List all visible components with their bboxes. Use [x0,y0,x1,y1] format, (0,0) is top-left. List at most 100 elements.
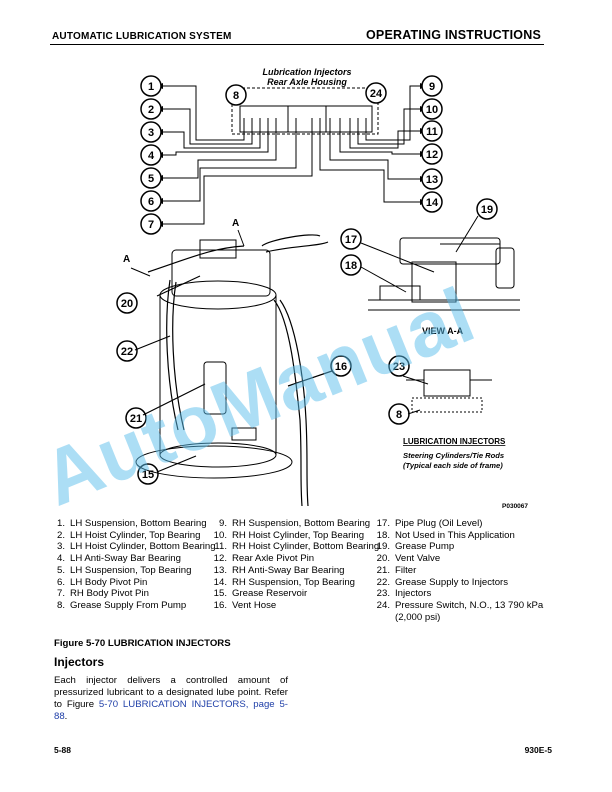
legend-item-number: 10. [213,529,227,541]
page-number: 5-88 [54,745,72,755]
section-letter-a-left: A [123,254,130,265]
legend-item-label: LH Suspension, Top Bearing [70,564,192,576]
running-header-section: AUTOMATIC LUBRICATION SYSTEM [52,31,232,42]
figure-caption: Figure 5-70 LUBRICATION INJECTORS [54,638,231,649]
legend-item: 17. Pipe Plug (Oil Level) [375,518,545,530]
legend-item: 20.Vent Valve [375,553,545,565]
callout-23: 23 [393,361,405,373]
view-a-a-label: VIEW A-A [422,326,464,336]
left-routing-lines [163,85,313,225]
legend-item: 21.Filter [375,565,545,577]
view-a-a-pump-detail [360,215,520,311]
legend-item-number: 17. [376,518,390,529]
section-arrows [130,229,245,277]
legend-item: 15. Grease Reservoir [212,588,382,600]
legend-item-label: LH Anti-Sway Bar Bearing [70,553,181,565]
figure-reference-link[interactable]: 5-70 LUBRICATION INJECTORS, page 5-88 [54,699,288,722]
callout-7: 7 [148,219,154,231]
legend-item: 4. LH Anti-Sway Bar Bearing [50,553,218,565]
legend-item-number: 12. [213,553,227,565]
callout-6: 6 [148,196,154,208]
legend-item-number: 13. [213,564,227,576]
legend-item-number: 18. [376,529,390,541]
legend-item-number: 19. [376,541,390,553]
legend-item-number: 20. [376,553,390,565]
callout-8-top: 8 [233,90,239,102]
callout-14: 14 [426,197,439,209]
legend-item: 10. RH Hoist Cylinder, Top Bearing [212,530,382,542]
section-letter-a-top: A [232,218,239,229]
inset-subtitle-2: (Typical each side of frame) [403,461,503,470]
figure-id: P030067 [502,503,528,510]
legend-item: 14.RH Suspension, Top Bearing [212,577,382,589]
callout-19: 19 [481,204,493,216]
legend-item-number: 24. [376,599,390,611]
legend-item-label: RH Suspension, Top Bearing [232,576,356,588]
legend-item: 22.Grease Supply to Injectors [375,577,545,589]
legend-item: 1. LH Suspension, Bottom Bearing [50,518,218,530]
legend-item-number: 1. [56,518,65,529]
legend-item-number: 8. [56,599,65,611]
legend-item: 19.Grease Pump [375,541,545,553]
callout-20: 20 [121,298,133,310]
legend-item-label: LH Suspension, Bottom Bearing [70,518,207,529]
legend-item-label: Grease Reservoir [232,588,308,600]
legend-column-3: 17. Pipe Plug (Oil Level) 18. Not Used in T… [375,518,545,623]
callout-15: 15 [142,469,154,481]
legend-item-label: Rear Axle Pivot Pin [232,553,315,565]
callout-3: 3 [148,127,154,139]
legend-item-label: RH Suspension, Bottom Bearing [232,518,371,529]
callout-9: 9 [429,81,435,93]
legend-item-label: Grease Supply From Pump [70,599,187,611]
legend-item: 23.Injectors [375,588,545,600]
legend-item: 11.RH Hoist Cylinder, Bottom Bearing [212,541,382,553]
paragraph-end: . [64,711,68,722]
model-number: 930E-5 [524,745,552,755]
legend-item-number: 11. [214,541,227,553]
legend-item-label: RH Body Pivot Pin [70,588,149,600]
legend-item-label: Pipe Plug (Oil Level) [395,518,483,529]
callout-4: 4 [148,150,155,162]
legend-item-label: LH Body Pivot Pin [70,576,148,588]
legend-item-number: 15. [213,588,227,600]
callout-18: 18 [345,260,357,272]
legend-item-label: Pressure Switch, N.O., 13 790 kPa (2,000… [395,599,544,623]
legend-item: 8. Grease Supply From Pump [50,600,218,612]
callout-arrowheads [156,83,427,227]
legend-item: 24. Pressure Switch, N.O., 13 790 kPa (2,… [375,600,545,623]
legend-column-2: 9. RH Suspension, Bottom Bearing 10. RH Hoi… [212,518,382,612]
legend-item-number: 9. [218,518,227,529]
grease-reservoir-drawing [135,239,293,479]
callout-8-inset: 8 [396,409,402,421]
legend-item-number: 22. [376,576,390,588]
legend-item: 16.Vent Hose [212,600,382,612]
legend-item-label: RH Anti-Sway Bar Bearing [232,564,345,576]
inset-injector-detail [402,369,492,415]
legend-item-number: 3. [56,541,65,553]
callout-24: 24 [370,88,383,100]
header-rule [50,44,544,45]
legend-item-number: 5. [56,564,65,576]
callout-21: 21 [130,413,142,425]
callout-1: 1 [148,81,154,93]
legend-item: 13. RH Anti-Sway Bar Bearing [212,565,382,577]
legend-item-label: RH Hoist Cylinder, Top Bearing [232,529,365,541]
lubrication-diagram: Lubrication Injectors Rear Axle Housing [116,67,528,510]
running-header-chapter: OPERATING INSTRUCTIONS [365,28,541,42]
rear-axle-injector-block [231,87,379,135]
legend-item: 18. Not Used in This Application [375,530,545,542]
legend-item-number: 21. [376,564,390,576]
legend-item: 2.LH Hoist Cylinder, Top Bearing [50,530,218,542]
injector-block-label-1: Lubrication Injectors [262,67,351,77]
callout-circles [116,75,498,485]
legend-item-label: LH Hoist Cylinder, Top Bearing [70,529,201,541]
section-title: Injectors [54,655,105,669]
right-routing-lines [319,85,420,203]
legend-item-number: 4. [56,553,65,565]
legend-item-label: Not Used in This Application [395,529,515,541]
callout-13: 13 [426,174,438,186]
legend-item-label: Injectors [395,588,432,600]
callout-2: 2 [148,104,154,116]
legend-item: 12. Rear Axle Pivot Pin [212,553,382,565]
